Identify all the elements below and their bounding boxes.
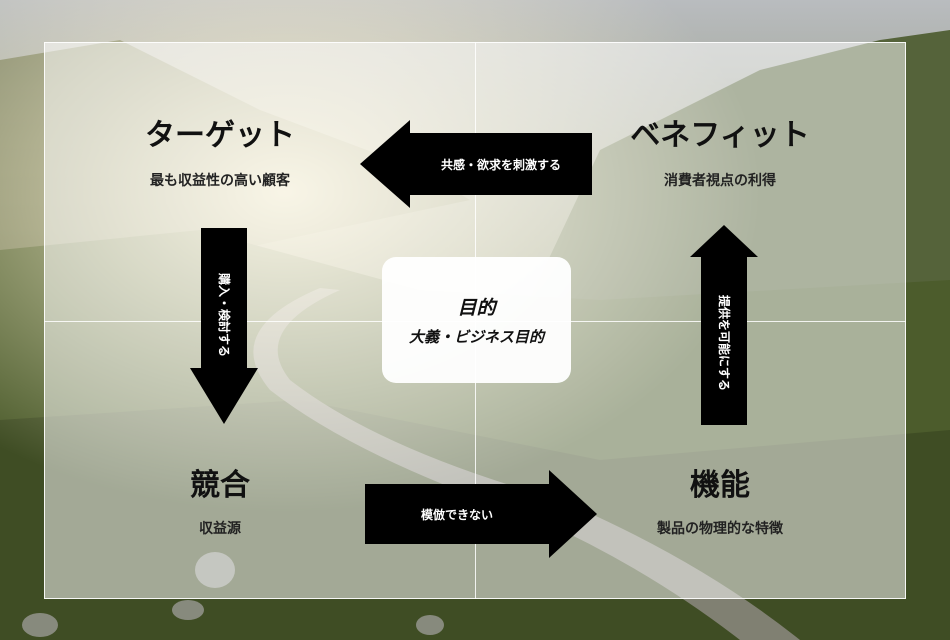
arrow-right-bottom: 模倣できない bbox=[365, 470, 597, 558]
arrow-up-right: 提供を可能にする bbox=[690, 225, 758, 425]
arrow-left-label: 購入・検討する bbox=[217, 272, 231, 357]
arrow-bottom-label: 模倣できない bbox=[420, 508, 493, 522]
target-subtitle: 最も収益性の高い顧客 bbox=[150, 173, 290, 189]
purpose-title: 目的 bbox=[457, 297, 496, 319]
competition-subtitle: 収益源 bbox=[199, 521, 241, 537]
arrow-down-left: 購入・検討する bbox=[190, 228, 258, 424]
function-title: 機能 bbox=[690, 468, 750, 503]
benefit-subtitle: 消費者視点の利得 bbox=[664, 173, 776, 189]
target-title: ターゲット bbox=[145, 118, 295, 153]
purpose-box: 目的 大義・ビジネス目的 bbox=[382, 257, 571, 383]
purpose-subtitle: 大義・ビジネス目的 bbox=[408, 328, 544, 346]
arrow-top-label: 共感・欲求を刺激する bbox=[440, 158, 561, 172]
function-subtitle: 製品の物理的な特徴 bbox=[657, 521, 783, 537]
arrow-right-label: 提供を可能にする bbox=[717, 294, 731, 392]
benefit-title: ベネフィット bbox=[630, 118, 810, 153]
arrow-left-top: 共感・欲求を刺激する bbox=[360, 120, 592, 208]
competition-title: 競合 bbox=[190, 468, 250, 503]
